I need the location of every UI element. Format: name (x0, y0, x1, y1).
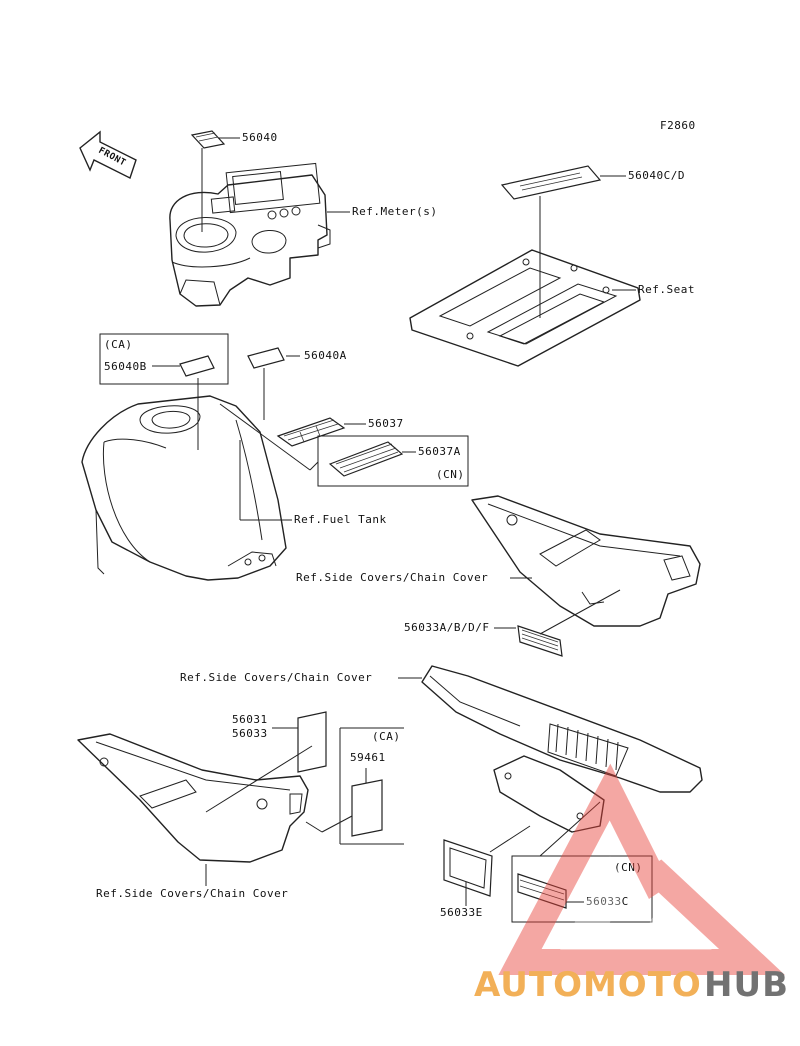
decal-56037-drawing (276, 417, 346, 447)
label-ref-meter: Ref.Meter(s) (352, 205, 437, 218)
label-56040cd: 56040C/D (628, 169, 685, 182)
label-59461: 59461 (350, 751, 386, 764)
label-ref-seat: Ref.Seat (638, 283, 695, 296)
label-56040: 56040 (242, 131, 278, 144)
cn-box-1: 56037A (CN) (317, 435, 469, 487)
fuel-tank-drawing (81, 395, 287, 581)
meter-assembly-drawing (169, 130, 331, 307)
watermark-text-b: HUB (704, 965, 789, 1005)
label-56033: 56033 (232, 727, 268, 740)
label-ca-box-1: (CA) (104, 338, 133, 351)
label-56040b: 56040B (104, 360, 147, 373)
label-ref-side-covers-3: Ref.Side Covers/Chain Cover (96, 887, 288, 900)
chain-cover-drawing (421, 665, 703, 833)
decal-56033e-drawing (443, 839, 493, 897)
label-ref-side-covers-1: Ref.Side Covers/Chain Cover (296, 571, 488, 584)
watermark-text-a: AUTOMOTO (474, 965, 702, 1005)
label-ca-box-2: (CA) (372, 730, 401, 743)
label-ref-side-covers-2: Ref.Side Covers/Chain Cover (180, 671, 372, 684)
label-56040a: 56040A (304, 349, 347, 362)
label-56033abdf: 56033A/B/D/F (404, 621, 489, 634)
label-cn-box-2: (CN) (614, 861, 643, 874)
ca-box-2: (CA) 59461 (339, 727, 404, 845)
cn-box-2: (CN) 56033C (511, 855, 653, 923)
label-56031: 56031 (232, 713, 268, 726)
label-cn-box-1: (CN) (436, 468, 465, 481)
label-56033e: 56033E (440, 906, 483, 919)
seat-drawing (409, 165, 641, 367)
label-56037: 56037 (368, 417, 404, 430)
label-56037a: 56037A (418, 445, 461, 458)
label-ref-fuel-tank: Ref.Fuel Tank (294, 513, 387, 526)
figure-code: F2860 (660, 119, 696, 132)
watermark-logo: AUTOMOTO HUB (474, 763, 789, 1005)
side-cover-left-drawing (77, 733, 309, 863)
side-cover-right-drawing (471, 495, 701, 627)
front-arrow-icon: FRONT (79, 130, 137, 179)
label-56033c: 56033C (586, 895, 629, 908)
watermark-triangle-icon (498, 763, 785, 975)
ca-box-1: (CA) 56040B (99, 333, 229, 385)
decal-56033abdf-drawing (517, 625, 563, 657)
